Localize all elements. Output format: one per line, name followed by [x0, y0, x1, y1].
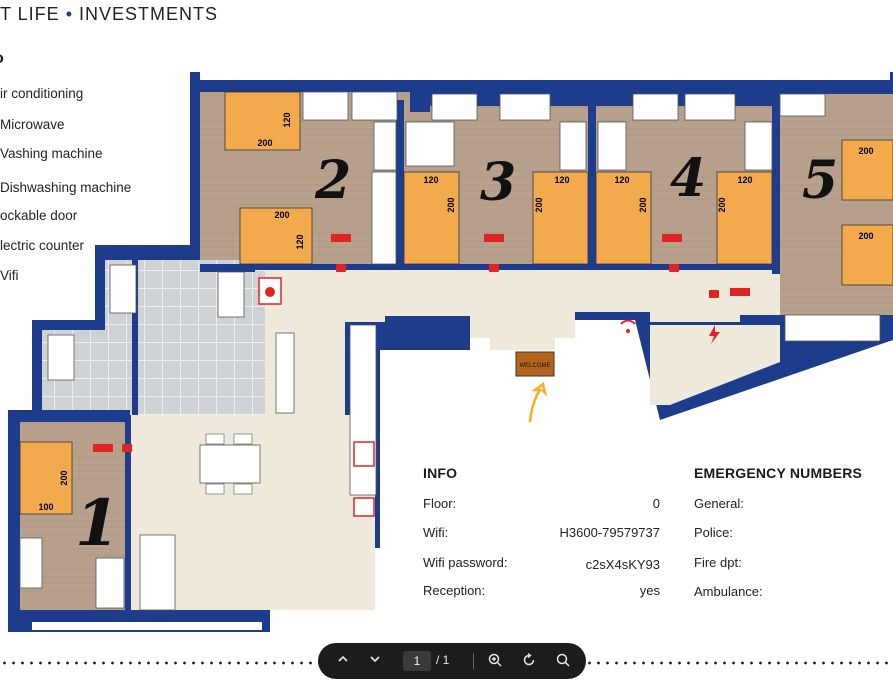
bed	[224, 91, 301, 151]
emergency-general-label: General:	[694, 496, 744, 511]
page-total: / 1	[436, 653, 450, 667]
info-wifi-password-label: Wifi password:	[423, 555, 508, 570]
bed-label: 120	[737, 175, 752, 185]
bed-label: 200	[534, 197, 544, 212]
washing-machine-drum	[265, 287, 275, 297]
bed-label: 120	[554, 175, 569, 185]
info-wifi-label: Wifi:	[423, 525, 449, 540]
lock-icon	[122, 444, 132, 452]
bed-label: 200	[717, 197, 727, 212]
emergency-fire-label: Fire dpt:	[694, 555, 742, 570]
info-floor-value: 0	[652, 496, 660, 511]
bed-label: 120	[295, 234, 305, 249]
snowflake-icon	[730, 288, 750, 296]
bed-label: 200	[858, 231, 873, 241]
welcome-sign: WELCOME	[515, 351, 555, 377]
toolbar-divider	[473, 653, 474, 669]
info-title: INFO	[423, 465, 458, 481]
bed	[19, 441, 73, 515]
storage-floor	[650, 325, 780, 405]
room-number-3: 3	[480, 152, 516, 213]
emergency-police-label: Police:	[694, 525, 734, 540]
lock-icon	[336, 264, 346, 272]
legend-item-wifi: Vifi	[0, 268, 19, 283]
rotate-icon[interactable]	[520, 652, 538, 670]
room-number-4: 4	[670, 148, 706, 209]
interior-walls	[20, 80, 785, 615]
bed-label: 200	[59, 470, 69, 485]
legend-item-dishwasher: Dishwashing machine	[0, 180, 132, 195]
header-title-part2: INVESTMENTS	[79, 4, 219, 24]
legend-item-lockable-door: ockable door	[0, 208, 78, 223]
bolt-icon	[709, 325, 720, 344]
snowflake-icon	[331, 234, 351, 242]
bed-label: 200	[858, 146, 873, 156]
legend-item-air-conditioning: ir conditioning	[0, 86, 84, 101]
info-reception-value: yes	[639, 583, 660, 598]
wifi-dot	[626, 329, 630, 333]
bed	[595, 171, 652, 265]
bed-label: 200	[638, 197, 648, 212]
floor-plan: 200 120 200 120 120 200 120 200 120 200 …	[8, 72, 893, 632]
snowflake-icon	[662, 234, 682, 242]
furniture	[19, 91, 881, 611]
bed-label: 200	[446, 197, 456, 212]
welcome-text: WELCOME	[519, 363, 550, 369]
bed-label: 120	[282, 112, 292, 127]
chevron-down-icon[interactable]	[366, 652, 384, 670]
pdf-toolbar: 1 / 1	[318, 643, 586, 679]
bed	[403, 171, 460, 265]
room-number-5: 5	[802, 150, 838, 211]
wifi-icon	[620, 319, 636, 325]
legend-item-microwave: Microwave	[0, 117, 65, 132]
room-number-1: 1	[75, 486, 120, 561]
search-icon[interactable]	[554, 652, 572, 670]
arrow-icon	[528, 381, 548, 423]
info-reception-label: Reception:	[423, 583, 486, 598]
bed-label: 100	[38, 502, 53, 512]
header-title-part1: T LIFE	[0, 4, 60, 24]
info-floor-label: Floor:	[423, 496, 457, 511]
snowflake-icon	[484, 234, 504, 242]
legend-item-electric-counter: lectric counter	[0, 238, 85, 253]
info-wifi-password-value: c2sX4sKY93	[585, 557, 660, 572]
bed	[716, 171, 773, 265]
page-header: T LIFE • INVESTMENTS	[0, 4, 218, 30]
legend-item-washing-machine: Vashing machine	[0, 146, 103, 161]
snowflake-icon	[93, 444, 113, 452]
bed	[239, 207, 313, 265]
bed	[841, 224, 893, 286]
amenity-icons	[93, 234, 750, 517]
microwave-icon	[353, 497, 375, 517]
emergency-title: EMERGENCY NUMBERS	[694, 465, 863, 481]
lock-icon	[669, 264, 679, 272]
bed-label: 200	[274, 210, 289, 220]
emergency-ambulance-label: Ambulance:	[694, 584, 763, 599]
dining-table	[199, 433, 261, 495]
dishwasher-icon	[353, 441, 375, 467]
bed-label: 120	[423, 175, 438, 185]
chevron-up-icon[interactable]	[334, 652, 352, 670]
zoom-in-icon[interactable]	[486, 652, 504, 670]
room-number-2: 2	[314, 150, 351, 211]
bed-label: 200	[257, 138, 272, 148]
legend-title: o	[0, 50, 4, 68]
bed	[532, 171, 589, 265]
lock-icon	[709, 290, 719, 298]
beds: 200 120 200 120 120 200 120 200 120 200 …	[19, 91, 893, 515]
info-wifi-value: H3600-79579737	[559, 525, 660, 540]
header-separator: •	[65, 4, 74, 24]
lock-icon	[489, 264, 499, 272]
page-number-input[interactable]: 1	[403, 651, 431, 671]
bed	[841, 139, 893, 201]
room-numbers: 2 3 4 5 1	[75, 148, 838, 561]
bed-label: 120	[614, 175, 629, 185]
